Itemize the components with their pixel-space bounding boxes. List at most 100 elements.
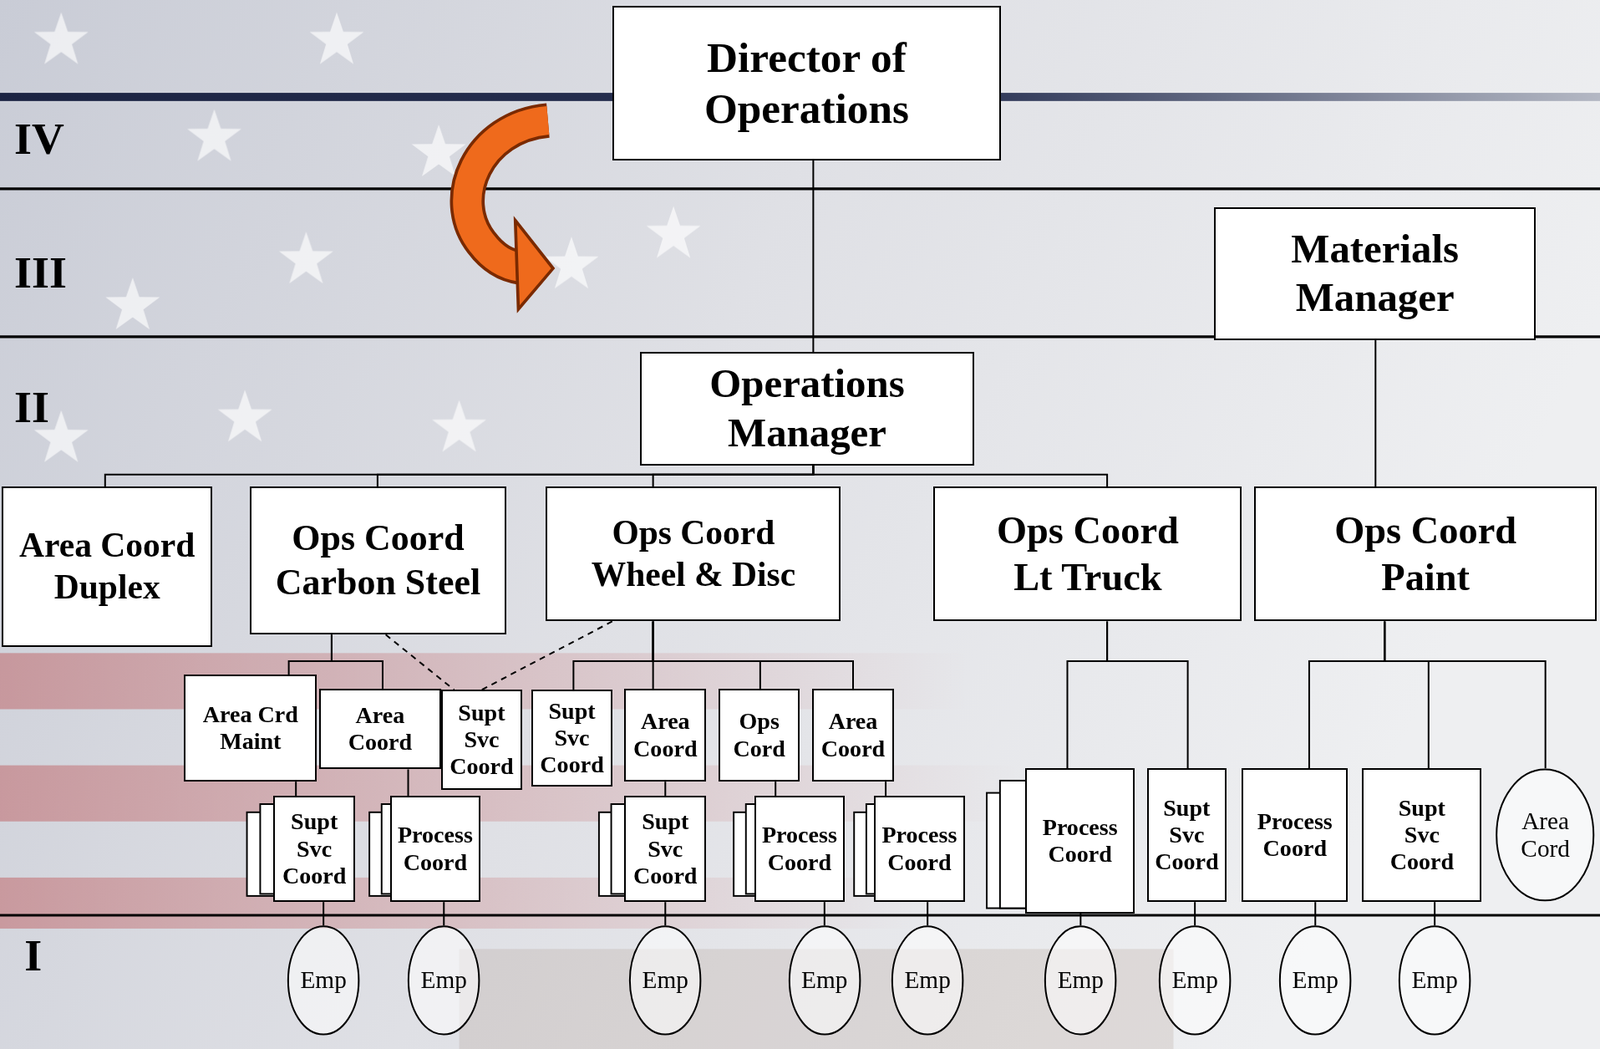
level-label: III	[14, 250, 67, 296]
connector-line	[442, 901, 445, 925]
node-text: Supt Svc Coord	[539, 697, 604, 779]
connector-line	[289, 634, 332, 675]
org-box: Ops Coord Carbon Steel	[249, 486, 507, 635]
org-ellipse: Emp	[1044, 924, 1117, 1036]
connector-line	[1193, 901, 1196, 925]
org-box: Area Coord	[319, 688, 441, 769]
ellipse-shape	[1280, 926, 1352, 1035]
node-text: Emp	[1057, 965, 1104, 995]
org-box: Ops Coord Lt Truck	[933, 486, 1242, 621]
dashed-connector	[386, 634, 455, 690]
node-text: Area Coord	[821, 707, 885, 762]
node-text: Emp	[642, 965, 689, 995]
node-text: Emp	[904, 965, 950, 995]
ellipse-shape	[1399, 926, 1471, 1035]
org-box: Process Coord	[754, 795, 846, 902]
org-ellipse: Emp	[1279, 924, 1352, 1036]
node-text: Emp	[1171, 965, 1218, 995]
node-text: Supt Svc Coord	[633, 807, 697, 889]
node-text: Area Coord Duplex	[12, 524, 202, 609]
org-ellipse: Emp	[629, 924, 701, 1036]
org-box: Materials Manager	[1213, 207, 1536, 341]
node-text: Supt Svc Coord	[1154, 794, 1219, 876]
ellipse-shape	[629, 926, 701, 1035]
node-text: Process Coord	[1042, 813, 1118, 869]
node-text: Area Crd Maint	[192, 700, 310, 756]
level-label: IV	[14, 116, 65, 163]
org-ellipse: Emp	[287, 924, 360, 1036]
ellipse-shape	[892, 926, 964, 1035]
connector-line	[653, 620, 761, 689]
connector-line	[1314, 901, 1316, 925]
connector-line	[884, 781, 887, 796]
node-text: Area Cord	[1520, 807, 1570, 864]
level-label: II	[14, 385, 50, 431]
node-text: Supt Svc Coord	[449, 699, 514, 781]
ellipse-shape	[1159, 926, 1231, 1035]
org-box: Supt Svc Coord	[273, 795, 356, 902]
org-box: Area Coord	[812, 688, 894, 782]
org-box: Operations Manager	[640, 351, 976, 466]
connector-line	[377, 465, 813, 487]
stacked-boxes	[247, 780, 1110, 909]
connector-line	[823, 901, 826, 925]
node-text: Supt Svc Coord	[1390, 794, 1454, 876]
node-text: Ops Coord Wheel & Disc	[570, 512, 816, 596]
org-box: Supt Svc Coord	[1147, 767, 1227, 902]
node-text: Emp	[801, 965, 848, 995]
org-ellipse: Emp	[1398, 924, 1471, 1036]
ellipse-shape	[1045, 926, 1117, 1035]
node-text: Materials Manager	[1290, 224, 1459, 323]
ellipse-shape	[408, 926, 480, 1035]
connector-line	[1384, 620, 1429, 768]
connector-line	[653, 465, 814, 487]
curved-arrow	[467, 120, 554, 310]
node-text: Ops Coord Paint	[1323, 507, 1528, 600]
connector-line	[1079, 913, 1082, 926]
connector-line	[1384, 620, 1545, 768]
level-label: I	[24, 933, 42, 979]
node-text: Ops Coord Lt Truck	[985, 507, 1190, 600]
node-text: Emp	[1292, 965, 1339, 995]
org-box: Process Coord	[1025, 767, 1135, 913]
node-text: Area Coord	[348, 701, 412, 757]
level-lines	[0, 188, 1600, 915]
node-text: Process Coord	[1257, 807, 1333, 863]
node-text: Emp	[299, 965, 346, 995]
org-box: Area Coord Duplex	[1, 486, 213, 647]
org-box: Process Coord	[390, 795, 482, 902]
node-text: Process Coord	[761, 821, 838, 876]
connector-line	[653, 620, 854, 689]
connector-line	[664, 901, 666, 925]
org-box: Director of Operations	[612, 5, 1001, 160]
node-text: Emp	[421, 965, 468, 995]
node-text: Director of Operations	[704, 31, 910, 135]
ellipse-shape	[288, 926, 360, 1035]
connector-line	[294, 781, 297, 796]
connector-line	[926, 901, 929, 925]
node-text: Operations Manager	[709, 359, 905, 458]
connector-line	[812, 465, 1108, 487]
connector-line	[812, 160, 814, 353]
org-box: Area Coord	[624, 688, 707, 782]
flag-stripes	[0, 652, 1174, 1049]
connector-line	[573, 620, 653, 690]
connector-line	[105, 465, 814, 487]
connector-line	[1309, 620, 1385, 768]
org-ellipse: Area Cord	[1495, 767, 1595, 902]
connector-line	[1066, 620, 1108, 768]
node-text: Process Coord	[881, 821, 957, 876]
connector-line	[407, 768, 410, 796]
ellipse-shape	[1497, 769, 1595, 901]
org-ellipse: Emp	[407, 924, 480, 1036]
org-ellipse: Emp	[891, 924, 964, 1036]
connector-line	[774, 781, 777, 796]
org-ellipse: Emp	[1158, 924, 1231, 1036]
org-box: Supt Svc Coord	[531, 689, 612, 787]
connector-line	[322, 901, 325, 925]
org-box: Process Coord	[1241, 767, 1348, 902]
connector-line	[1374, 340, 1377, 488]
node-text: Ops Coord Carbon Steel	[265, 516, 491, 605]
